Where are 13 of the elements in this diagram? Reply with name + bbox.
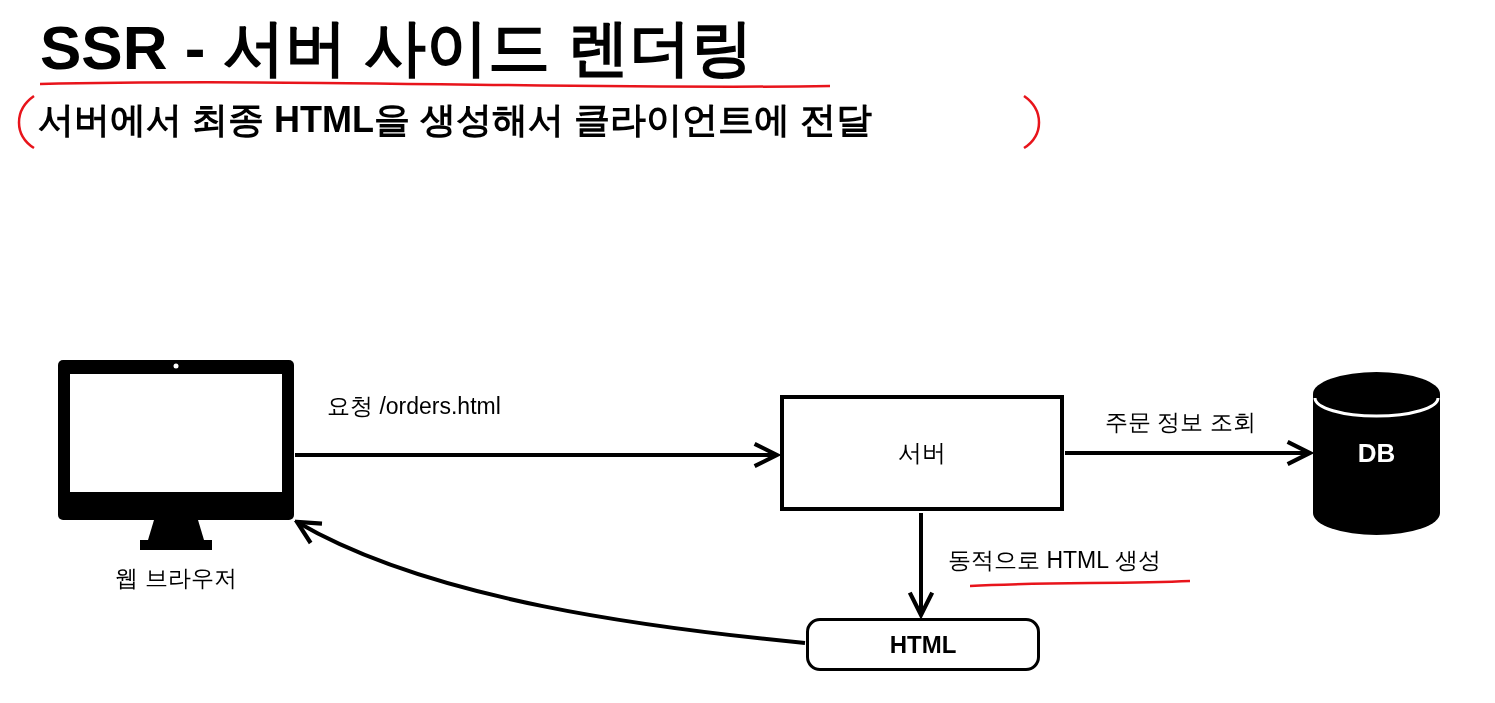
subtitle: 서버에서 최종 HTML을 생성해서 클라이언트에 전달 [38,100,872,140]
edge-label: 동적으로 HTML 생성 [948,548,1161,574]
arrow [295,441,780,469]
process-box: 서버 [780,395,1064,511]
arrow [1065,439,1313,467]
title: SSR - 서버 사이드 렌더링 [40,14,754,83]
database-cylinder: DB [1313,372,1440,535]
edge-label: 주문 정보 조회 [1105,410,1256,436]
caption-text: 웹 브라우저 [115,564,237,593]
arrow [907,513,935,618]
rounded-box: HTML [806,618,1040,671]
edge-label: 요청 /orders.html [327,394,501,420]
arrow [294,519,806,645]
